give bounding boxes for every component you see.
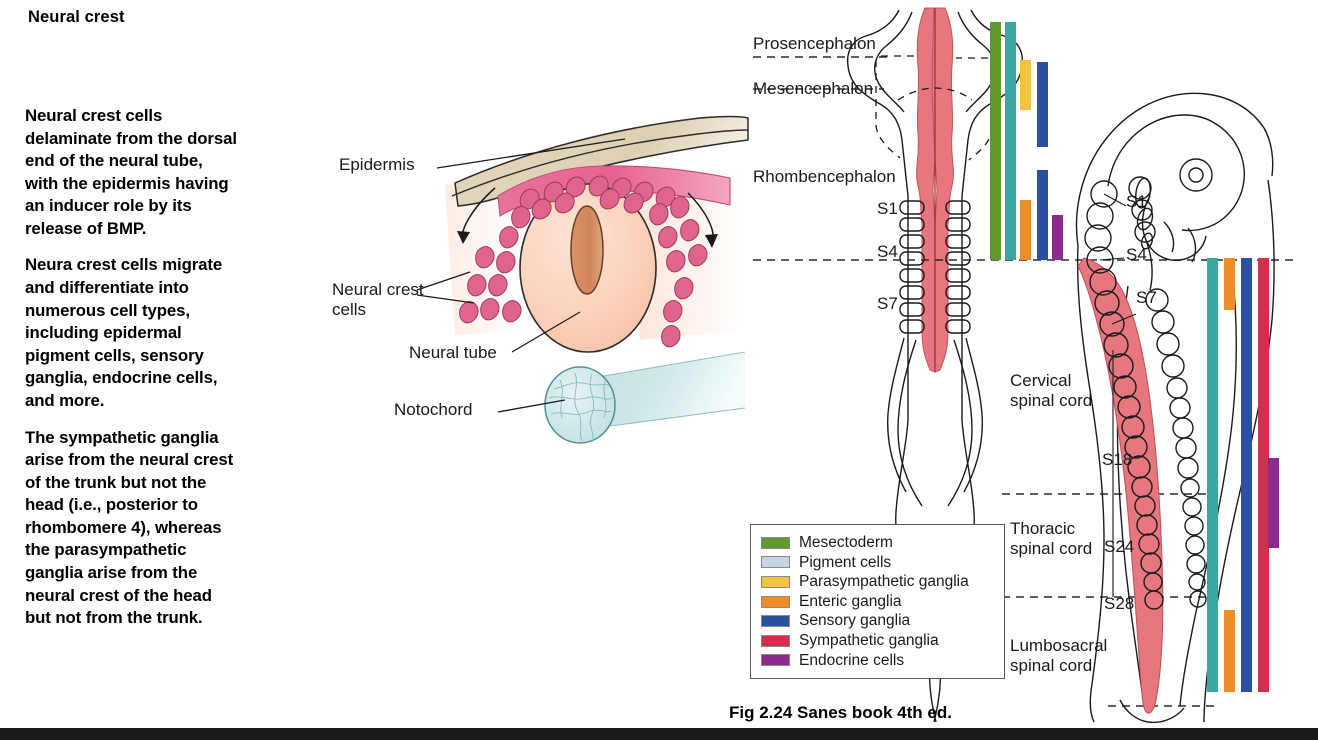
legend-swatch-icon <box>761 575 790 588</box>
migrating-crest-cells <box>459 175 708 348</box>
legend-item: Pigment cells <box>761 553 996 573</box>
bar-sensory-head-2 <box>1037 170 1048 260</box>
label-flat-s1: S1 <box>877 199 898 218</box>
notochord-face <box>544 366 616 444</box>
legend-swatch-icon <box>761 654 790 667</box>
label-lumbosacral-spinal-cord: Lumbosacral spinal cord <box>1010 636 1108 676</box>
label-neural-tube: Neural tube <box>409 343 497 362</box>
bar-sympathetic-trunk <box>1258 258 1269 692</box>
label-curled-s18: S18 <box>1102 450 1133 469</box>
legend-item: Enteric ganglia <box>761 592 996 612</box>
label-mesencephalon: Mesencephalon <box>753 79 874 98</box>
legend-label: Enteric ganglia <box>799 592 902 610</box>
legend-swatch-icon <box>761 615 790 628</box>
legend-label: Parasympathetic ganglia <box>799 573 969 591</box>
label-epidermis: Epidermis <box>339 155 415 174</box>
label-curled-s1: S1 <box>1126 192 1147 211</box>
bar-enteric-head <box>1020 200 1031 260</box>
legend-label: Endocrine cells <box>799 651 905 669</box>
legend: Mesectoderm Pigment cells Parasympatheti… <box>750 524 1005 680</box>
curled-embryo-diagram <box>1075 92 1275 724</box>
legend-item: Sensory ganglia <box>761 611 996 631</box>
label-flat-s4: S4 <box>877 242 898 261</box>
label-prosencephalon: Prosencephalon <box>753 34 876 53</box>
legend-label: Sympathetic ganglia <box>799 632 939 650</box>
neural-tube-cross-section <box>416 115 749 444</box>
body-paragraph: The sympathetic ganglia arise from the n… <box>25 427 234 628</box>
legend-item: Sympathetic ganglia <box>761 631 996 651</box>
bar-endocrine-trunk <box>1268 458 1279 548</box>
legend-label: Pigment cells <box>799 553 892 571</box>
bar-sensory-head-1 <box>1037 62 1048 147</box>
label-curled-s4: S4 <box>1126 245 1147 264</box>
flat-embryo-diagram <box>846 7 1024 723</box>
text-column: Neural crest cells delaminate from the d… <box>25 105 305 644</box>
page-title: Neural crest <box>28 8 125 26</box>
label-curled-s7: S7 <box>1136 288 1157 307</box>
label-notochord: Notochord <box>394 400 473 419</box>
bar-sensory-trunk <box>1241 258 1252 692</box>
head-bar-group <box>990 22 1063 260</box>
body-paragraph: Neural crest cells delaminate from the d… <box>25 106 237 238</box>
bar-parasympathetic-head-1 <box>1020 60 1031 110</box>
label-rhombencephalon: Rhombencephalon <box>753 167 896 186</box>
label-cervical-spinal-cord: Cervical spinal cord <box>1010 371 1093 411</box>
label-flat-s7: S7 <box>877 294 898 313</box>
legend-swatch-icon <box>761 536 790 549</box>
bar-enteric-trunk-1 <box>1224 258 1235 310</box>
legend-swatch-icon <box>761 595 790 608</box>
bar-pigment-head <box>1005 22 1016 260</box>
bar-endocrine-head <box>1052 215 1063 260</box>
bar-mesectoderm-head <box>990 22 1001 260</box>
legend-label: Mesectoderm <box>799 534 893 552</box>
legend-swatch-icon <box>761 556 790 569</box>
label-thoracic-spinal-cord: Thoracic spinal cord <box>1010 519 1093 559</box>
legend-label: Sensory ganglia <box>799 612 911 630</box>
legend-item: Endocrine cells <box>761 651 996 671</box>
legend-item: Parasympathetic ganglia <box>761 572 996 592</box>
figure-caption: Fig 2.24 Sanes book 4th ed. <box>729 703 952 722</box>
label-neural-crest-cells: Neural crest cells <box>332 280 424 320</box>
bar-pigment-trunk <box>1207 258 1218 692</box>
notochord-body <box>580 352 745 430</box>
bottom-bar <box>0 728 1318 740</box>
legend-item: Mesectoderm <box>761 533 996 553</box>
label-curled-s28: S28 <box>1104 594 1135 613</box>
bar-enteric-trunk-2 <box>1224 610 1235 692</box>
neural-tube-lumen <box>570 205 604 295</box>
legend-swatch-icon <box>761 634 790 647</box>
curled-neural-tube <box>1077 257 1164 714</box>
label-curled-s24: S24 <box>1104 537 1135 556</box>
leader-lines <box>416 138 626 413</box>
trunk-bar-group <box>1207 258 1279 692</box>
body-paragraph: Neura crest cells migrate and differenti… <box>25 255 223 410</box>
